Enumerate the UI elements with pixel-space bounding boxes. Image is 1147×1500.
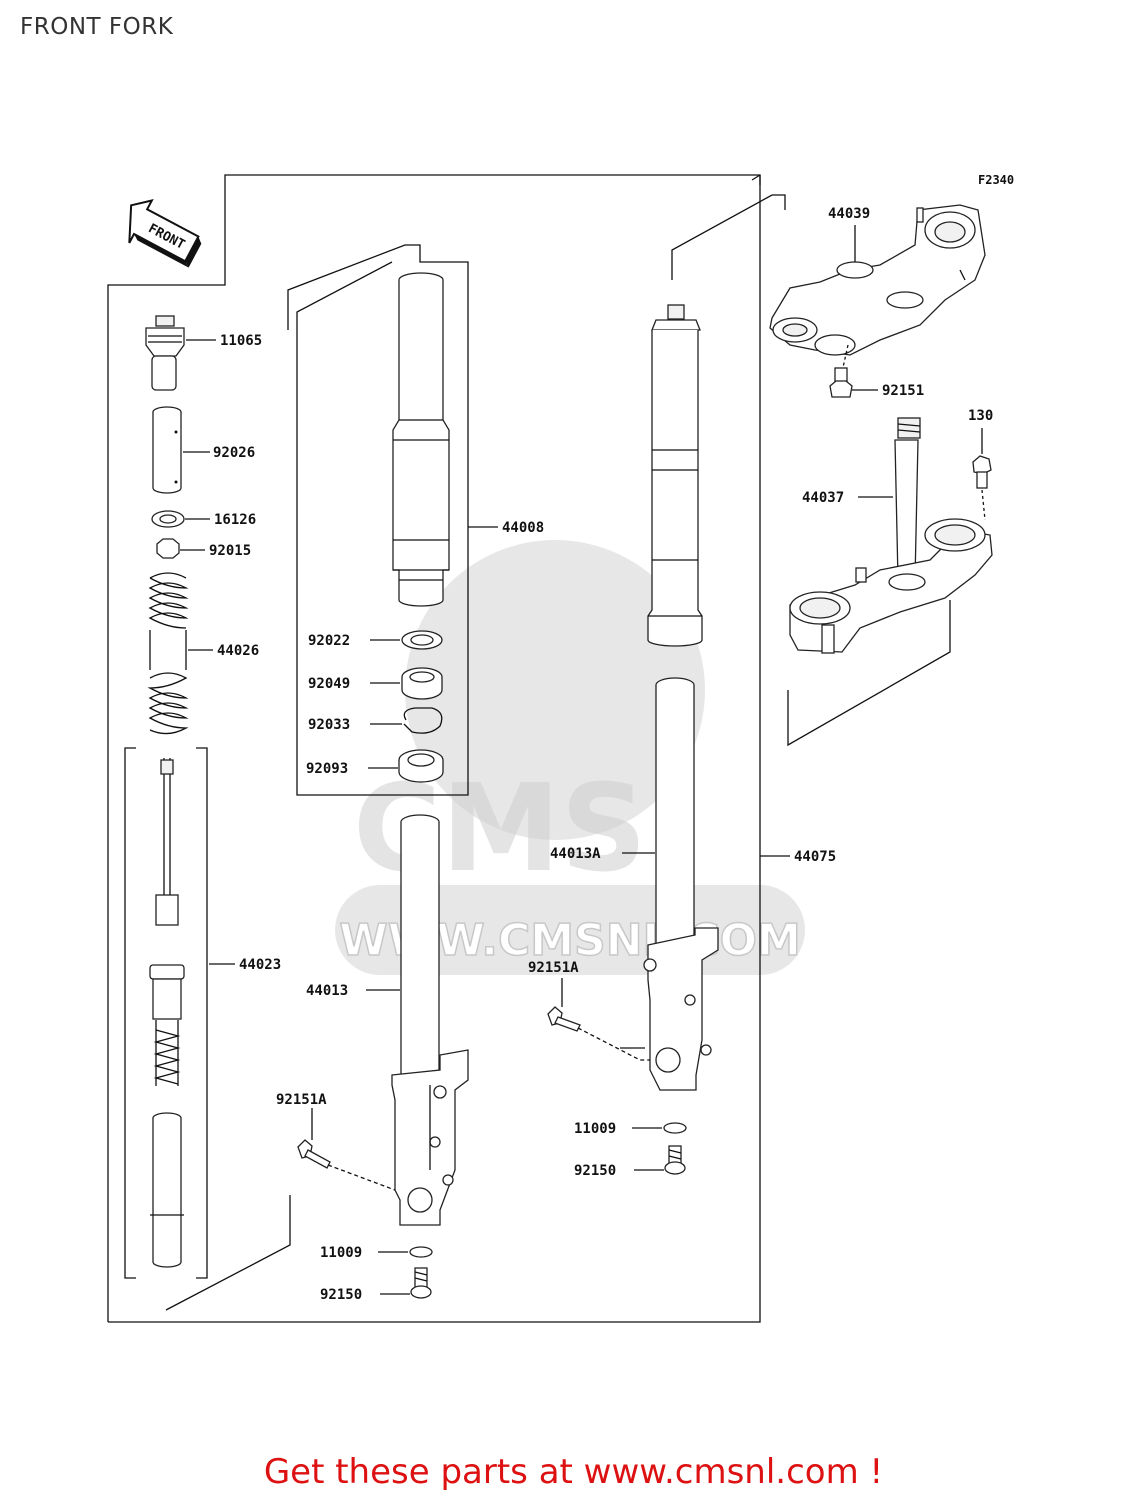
front-fork-diagram: CMS WWW.CMSNL.COM FRONT F2340 11065 9202… [107,173,1014,1323]
label-92151A-left: 92151A [276,1092,327,1108]
cta-link-text[interactable]: Get these parts at www.cmsnl.com ! [263,1452,884,1492]
label-44013: 44013 [306,983,348,999]
label-44039: 44039 [828,206,870,222]
outer-frame [107,174,761,1323]
label-44013A: 44013A [550,846,601,862]
bracket-44023 [124,747,136,1279]
bolt-130 [972,455,992,521]
spring-44026 [147,572,189,735]
label-92150-right: 92150 [574,1163,616,1179]
cap-bolt-11065 [145,315,185,391]
label-92150-left: 92150 [320,1287,362,1303]
bushing-92049 [401,667,443,700]
outer-tube-44008 [392,272,450,607]
bracket-44008 [287,244,469,796]
label-92151: 92151 [882,383,924,399]
washer-11009-right [663,1122,687,1134]
label-44023: 44023 [239,957,281,973]
label-92093: 92093 [306,761,348,777]
inner-tube-44013A [643,677,719,1091]
page-title: FRONT FORK [20,14,174,40]
label-44008: 44008 [502,520,544,536]
circlip-92033 [403,707,443,734]
damper-rod-44023 [149,758,185,1086]
watermark-brand: CMS [353,760,647,899]
bolt-92151A-left [297,1139,331,1169]
label-92033: 92033 [308,717,350,733]
bolt-92151A-right [547,1006,581,1032]
cta-link[interactable]: Get these parts at www.cmsnl.com ! [0,1452,1147,1492]
label-44037: 44037 [802,490,844,506]
label-44075: 44075 [794,849,836,865]
label-16126: 16126 [214,512,256,528]
front-arrow: FRONT [128,199,202,268]
washer-11009-left [409,1246,433,1258]
bolt-92150-right [664,1145,686,1175]
bolt-92150-left [410,1267,432,1299]
spacer-92026 [152,406,182,494]
label-92151A-right: 92151A [528,960,579,976]
label-92026: 92026 [213,445,255,461]
label-92022: 92022 [308,633,350,649]
label-130: 130 [968,408,993,424]
outer-tube-right [647,304,703,647]
label-92015: 92015 [209,543,251,559]
cylinder-44023 [150,1112,184,1268]
label-11065: 11065 [220,333,262,349]
upper-bracket-44039 [769,204,986,356]
bracket-44075 [671,194,786,280]
inner-tube-44013 [391,814,469,1226]
bolt-92151 [829,344,853,398]
nut-92015 [156,538,180,559]
label-11009-right: 11009 [574,1121,616,1137]
lower-bracket-44037 [789,417,993,654]
figure-code: F2340 [978,173,1014,187]
label-11009-left: 11009 [320,1245,362,1261]
label-92049: 92049 [308,676,350,692]
seal-92093 [398,749,444,783]
label-44026: 44026 [217,643,259,659]
